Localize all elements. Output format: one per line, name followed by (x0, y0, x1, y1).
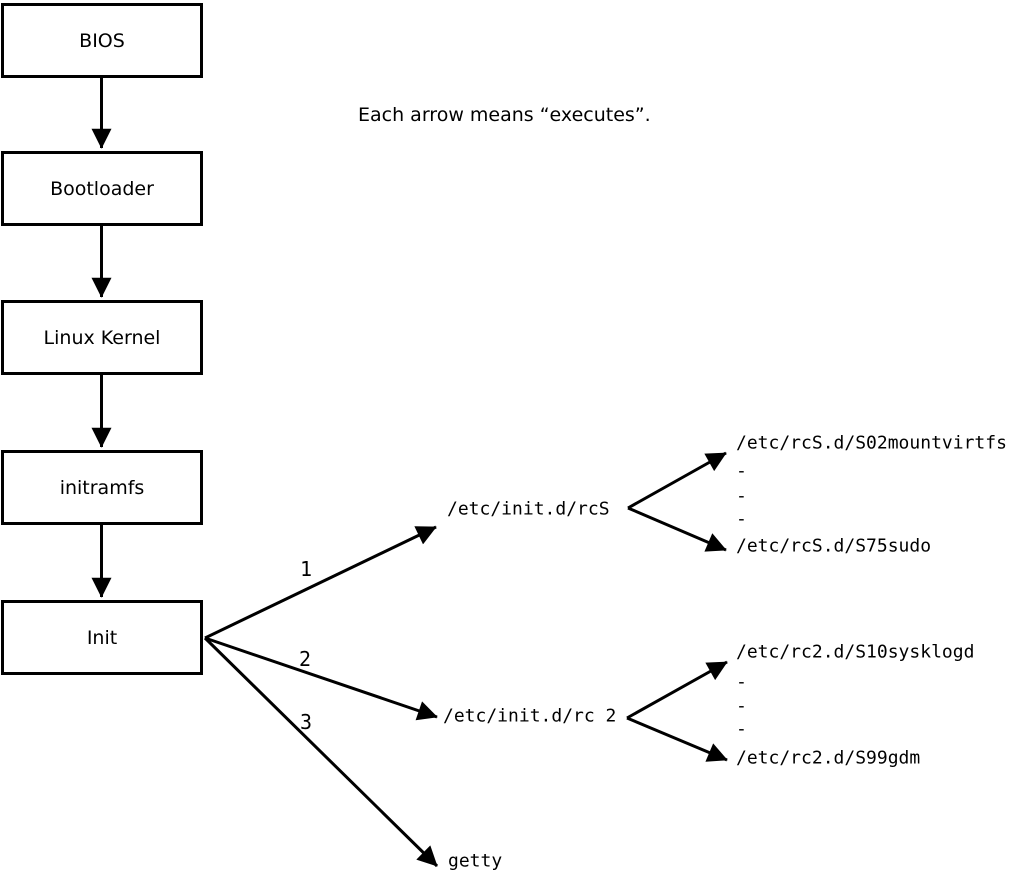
node-linux-kernel-label: Linux Kernel (43, 326, 161, 349)
branch-3-number: 3 (299, 710, 313, 734)
node-initramfs: initramfs (1, 450, 203, 525)
rc2-ellipsis-dash: - (736, 718, 747, 740)
arrow-rc2-to-s99gdm (626, 716, 728, 762)
node-initramfs-label: initramfs (59, 476, 145, 499)
node-init: Init (1, 600, 203, 675)
rc2-ellipsis-dash: - (736, 695, 747, 717)
arrow-rc2-to-s10sysklogd (626, 660, 728, 720)
node-bios-label: BIOS (79, 29, 125, 52)
branch-2-target: /etc/init.d/rc 2 (443, 705, 617, 727)
arrow-init-to-rc2 (204, 636, 438, 721)
node-bios: BIOS (1, 3, 203, 78)
rc2-ellipsis-dash: - (736, 671, 747, 693)
rcs-ellipsis-dash: - (736, 460, 747, 482)
arrow-rcs-to-s75sudo (627, 506, 727, 552)
branch-1-number: 1 (299, 557, 313, 581)
arrow-init-to-rcs (204, 525, 437, 640)
rcs-script-first: /etc/rcS.d/S02mountvirtfs (736, 432, 1007, 454)
branch-1-target: /etc/init.d/rcS (447, 498, 610, 520)
rc2-script-last: /etc/rc2.d/S99gdm (736, 747, 921, 769)
arrow-init-to-getty (203, 636, 439, 868)
arrow-rcs-to-s02mountvirtfs (627, 451, 727, 510)
node-bootloader: Bootloader (1, 151, 203, 226)
branch-3-target: getty (448, 850, 503, 872)
branch-2-number: 2 (298, 647, 312, 671)
rcs-script-last: /etc/rcS.d/S75sudo (736, 535, 932, 557)
node-init-label: Init (86, 626, 118, 649)
node-bootloader-label: Bootloader (50, 177, 154, 200)
rcs-ellipsis-dash: - (736, 508, 747, 530)
node-linux-kernel: Linux Kernel (1, 300, 203, 375)
rc2-script-first: /etc/rc2.d/S10sysklogd (736, 641, 975, 663)
note-executes: Each arrow means “executes”. (358, 104, 651, 126)
rcs-ellipsis-dash: - (736, 485, 747, 507)
